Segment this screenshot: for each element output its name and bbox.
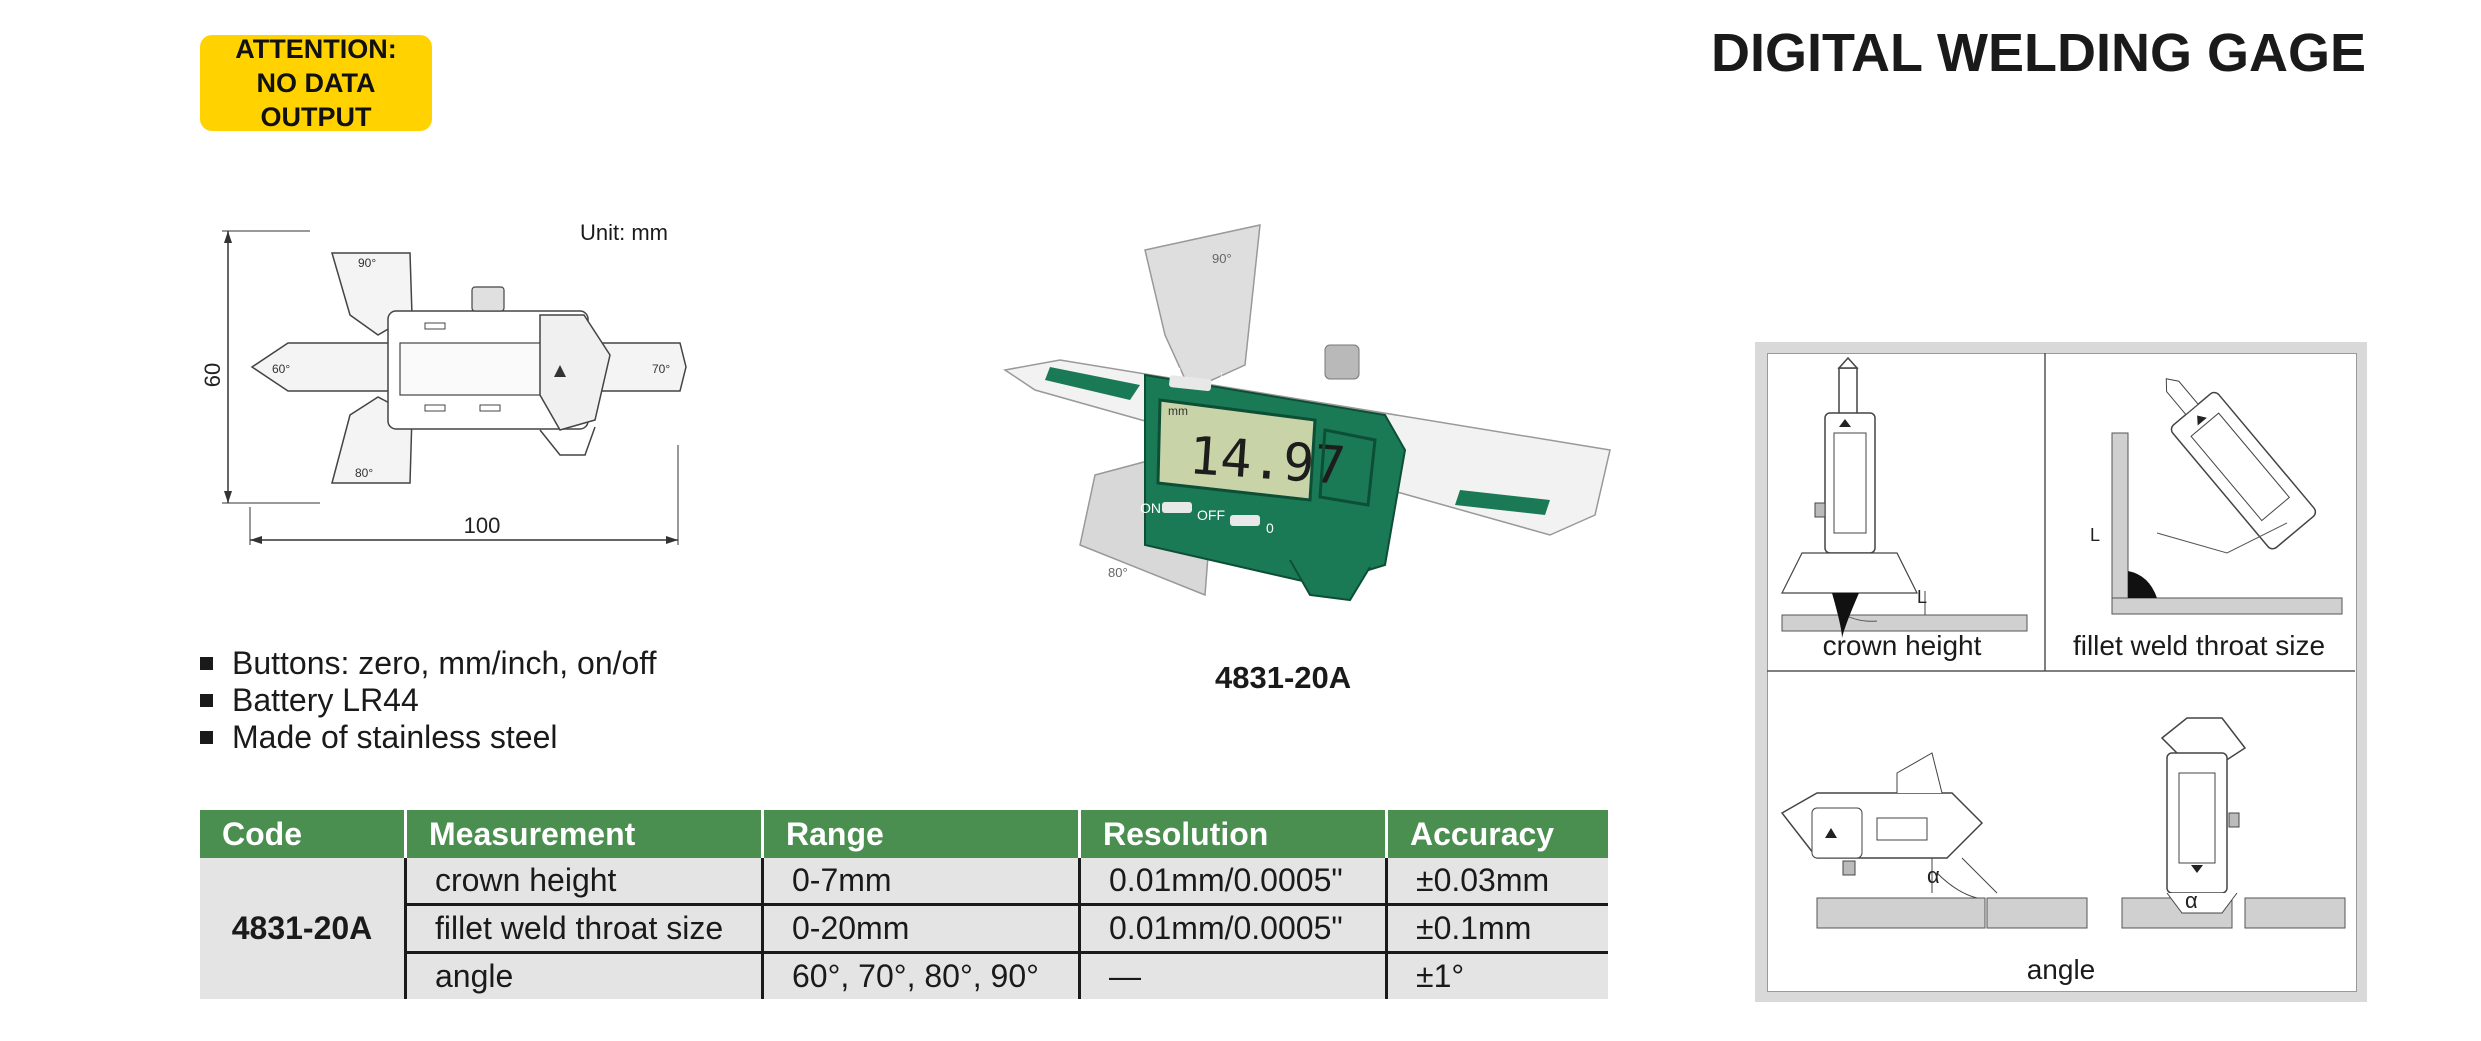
attention-badge: ATTENTION: NO DATA OUTPUT xyxy=(200,34,432,132)
photo-btn-mm: mm xyxy=(1158,362,1181,378)
code-cell: 4831-20A xyxy=(200,858,406,999)
angle-label-right: 70° xyxy=(652,362,670,376)
list-item: Battery LR44 xyxy=(200,682,657,719)
crown-mark: L xyxy=(1917,587,1927,607)
usage-diagrams: L crown height L fillet weld throat size… xyxy=(1767,353,2355,985)
height-dimension: 60 xyxy=(200,363,225,387)
photo-blade-label-bottom: 80° xyxy=(1108,565,1128,580)
list-item: Buttons: zero, mm/inch, on/off xyxy=(200,645,657,682)
photo-btn-off: OFF xyxy=(1197,507,1225,523)
table-row: 4831-20A crown height 0-7mm 0.01mm/0.000… xyxy=(200,858,1608,999)
fillet-mark: L xyxy=(2090,525,2100,545)
attention-line-2: NO DATA OUTPUT xyxy=(256,68,376,132)
fillet-weld-diagram: L fillet weld throat size xyxy=(2073,378,2343,661)
caption-angle: angle xyxy=(2027,954,2096,985)
header-resolution: Resolution xyxy=(1078,810,1387,858)
header-measurement: Measurement xyxy=(404,810,763,858)
header-accuracy: Accuracy xyxy=(1385,810,1608,858)
model-caption: 4831-20A xyxy=(1215,660,1352,695)
caption-crown-height: crown height xyxy=(1823,630,1982,661)
table-row: angle 60°, 70°, 80°, 90° — ±1° xyxy=(200,951,1608,999)
spec-table: Code Measurement Range Resolution Accura… xyxy=(200,810,1608,999)
photo-lcd-unit: mm xyxy=(1168,404,1188,418)
alpha-label-2: α xyxy=(2185,888,2198,913)
width-dimension: 100 xyxy=(464,513,501,538)
bullet-icon xyxy=(200,657,213,670)
bullet-icon xyxy=(200,694,213,707)
bullet-icon xyxy=(200,731,213,744)
photo-btn-inch: inch xyxy=(1220,370,1246,386)
list-item: Made of stainless steel xyxy=(200,719,657,756)
product-photo: 90° 80° mm inch mm 14.97 ON OFF 0 xyxy=(1003,224,1611,602)
feature-list: Buttons: zero, mm/inch, on/off Battery L… xyxy=(200,645,657,756)
photo-blade-label-top: 90° xyxy=(1212,251,1232,266)
technical-drawing: 60 100 90° 80° 60° 70° xyxy=(200,230,687,545)
photo-btn-on: ON xyxy=(1140,500,1161,516)
caption-fillet-weld: fillet weld throat size xyxy=(2073,630,2325,661)
crown-height-diagram: L crown height xyxy=(1781,356,2028,661)
page-title: DIGITAL WELDING GAGE xyxy=(1711,23,2366,83)
table-header-row: Code Measurement Range Resolution Accura… xyxy=(200,810,1608,858)
header-code: Code xyxy=(200,810,406,858)
table-row: fillet weld throat size 0-20mm 0.01mm/0.… xyxy=(200,903,1608,953)
header-range: Range xyxy=(761,810,1080,858)
angle-diagram: α α angle xyxy=(1780,717,2346,985)
unit-label: Unit: mm xyxy=(580,220,668,245)
angle-label-left: 60° xyxy=(272,362,290,376)
photo-btn-zero: 0 xyxy=(1266,520,1274,536)
angle-label-top: 90° xyxy=(358,256,376,270)
attention-line-1: ATTENTION: xyxy=(235,34,397,64)
angle-label-bottom: 80° xyxy=(355,466,373,480)
alpha-label-1: α xyxy=(1927,863,1940,888)
